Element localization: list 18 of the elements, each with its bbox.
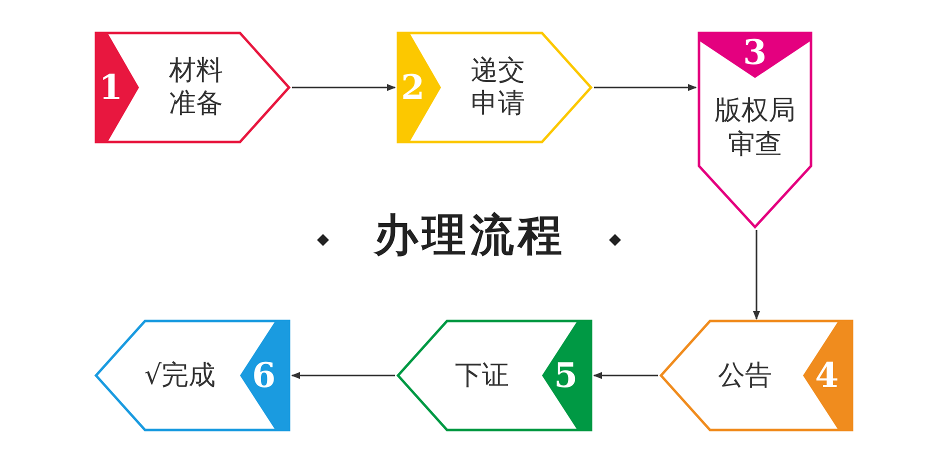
title: 办理流程: [372, 209, 567, 263]
step-label: 公告: [717, 358, 773, 392]
step-label: 下证: [454, 358, 510, 392]
step-label: √完成: [143, 358, 217, 392]
step-number: 4: [815, 358, 839, 392]
arrow: [752, 230, 760, 320]
step-number: 1: [99, 70, 123, 104]
step-number: 3: [743, 36, 767, 70]
step-label: 递交申请: [470, 54, 526, 121]
step-label: 材料准备: [168, 54, 224, 121]
arrow: [292, 84, 396, 92]
arrow: [291, 372, 395, 380]
step-label: 版权局审查: [714, 94, 796, 162]
step-number: 5: [554, 358, 578, 392]
arrow: [593, 372, 658, 380]
arrow: [594, 84, 697, 92]
step-number: 2: [401, 70, 425, 104]
step-number: 6: [252, 358, 276, 392]
